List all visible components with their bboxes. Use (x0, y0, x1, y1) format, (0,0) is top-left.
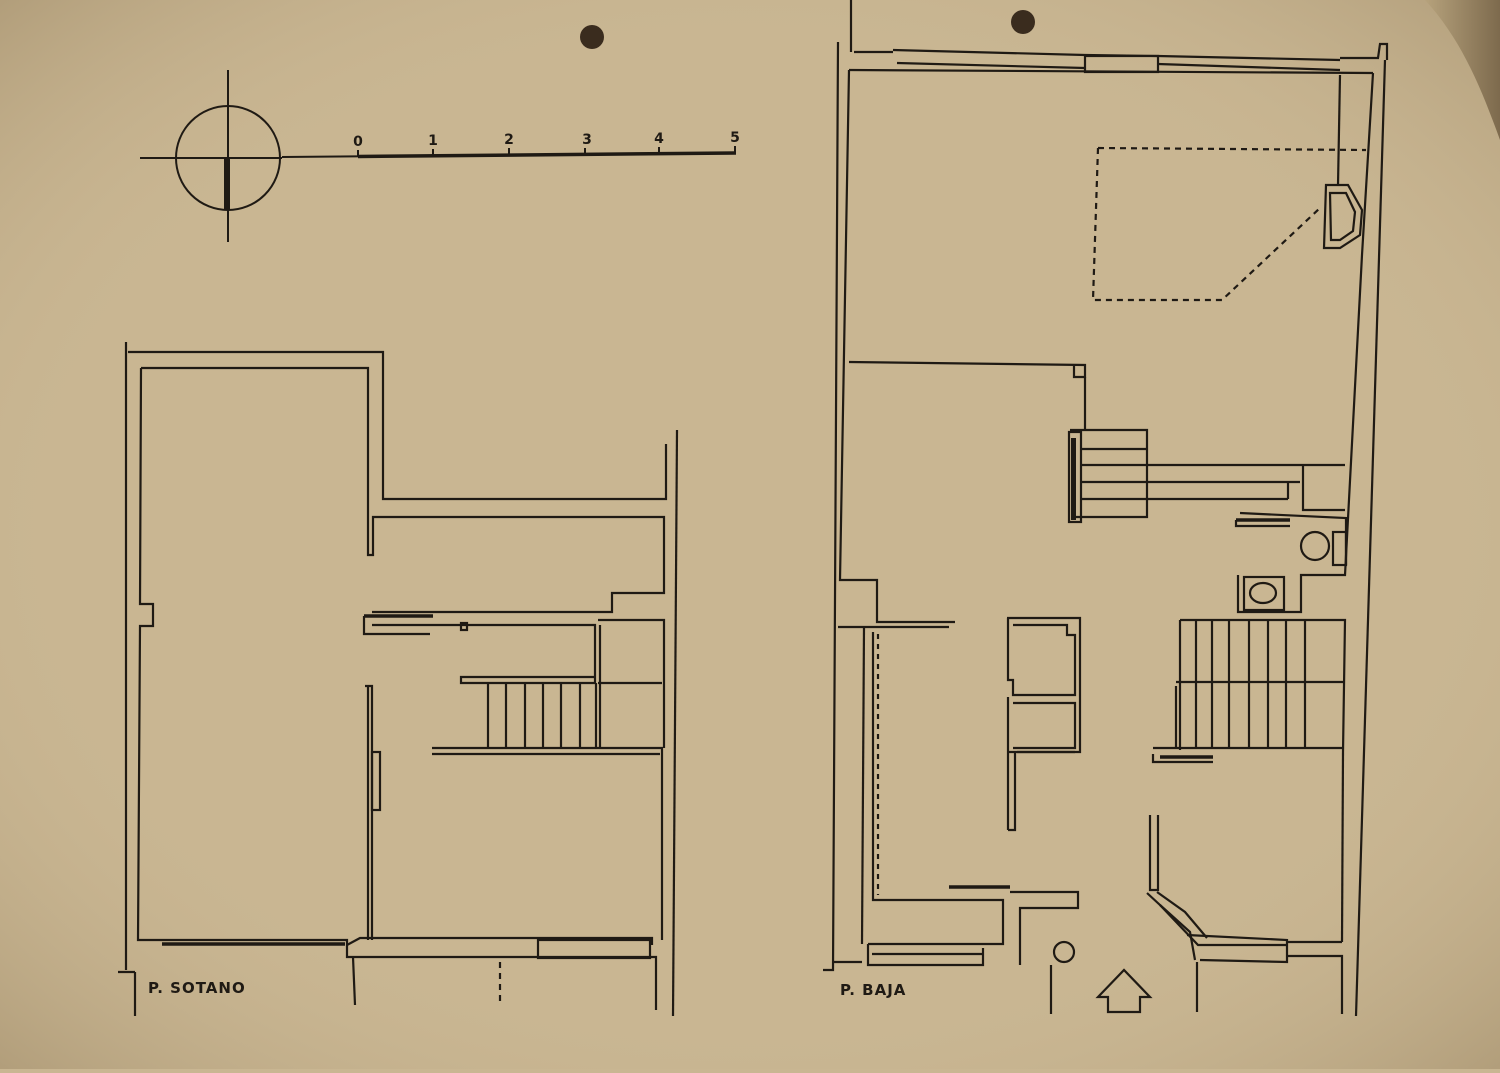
binder-hole-left (580, 25, 604, 49)
ground-floor-plan (823, 0, 1389, 1017)
ground-floor-plan-label: P. BAJA (840, 981, 906, 999)
scale-tick-5: 5 (730, 130, 740, 146)
page-curl (1425, 0, 1500, 140)
scale-tick-3: 3 (582, 132, 592, 148)
basement-plan-label: P. SOTANO (148, 979, 246, 997)
entrance-arrow-icon (1095, 968, 1153, 1014)
scale-tick-4: 4 (654, 131, 664, 147)
scale-bar: 0 1 2 3 4 5 (281, 130, 740, 159)
basement-plan (118, 342, 679, 1017)
scale-tick-2: 2 (504, 132, 514, 148)
scale-tick-1: 1 (428, 133, 438, 149)
scale-tick-0: 0 (353, 134, 363, 150)
binder-hole-right (1011, 10, 1035, 34)
north-arrow (140, 70, 282, 242)
